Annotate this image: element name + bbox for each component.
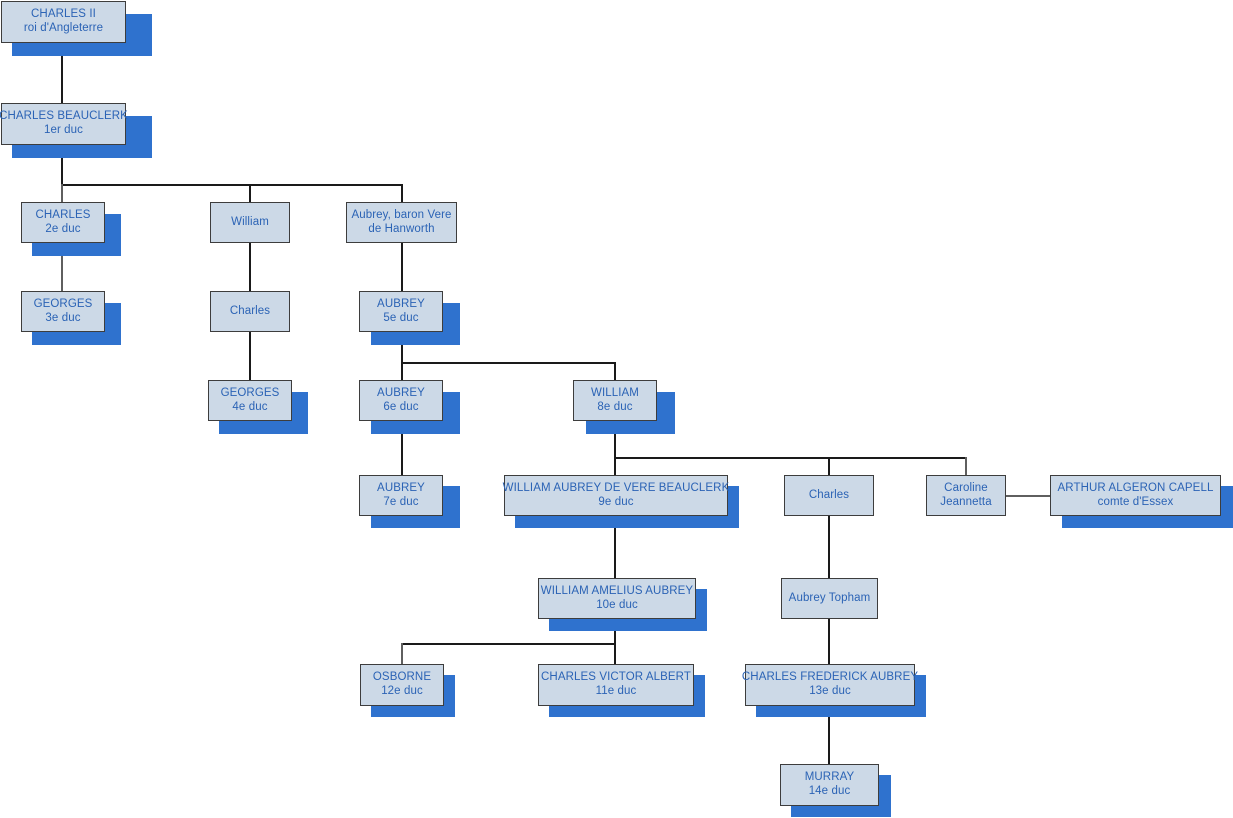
node-subtitle: 4e duc <box>232 400 268 413</box>
node-subtitle: 10e duc <box>596 598 638 611</box>
node-subtitle: 11e duc <box>595 685 637 697</box>
connector-charles-plain2-to-topham <box>828 516 830 578</box>
node-name: CHARLES BEAUCLERK <box>0 110 128 123</box>
node-cva-11e[interactable]: CHARLES VICTOR ALBERT 11e duc <box>538 664 694 706</box>
node-aubrey-6e[interactable]: AUBREY 6e duc <box>359 380 443 421</box>
node-name: Caroline <box>944 481 988 494</box>
node-aubrey-5e[interactable]: AUBREY 5e duc <box>359 291 443 332</box>
node-subtitle: 7e duc <box>383 495 419 508</box>
node-name: AUBREY <box>377 386 425 399</box>
node-cfa-13e[interactable]: CHARLES FREDERICK AUBREY 13e duc <box>741 664 919 706</box>
connector-aubrey5e-stem <box>401 331 403 363</box>
node-charles-beauclerk[interactable]: CHARLES BEAUCLERK 1er duc <box>0 103 128 145</box>
connector-bus-to-aubrey6e <box>401 362 403 382</box>
node-arthur-algeron-capell[interactable]: ARTHUR ALGERON CAPELL comte d'Essex <box>1050 475 1221 516</box>
connector-aubrey6e-to-aubrey7e <box>401 420 403 475</box>
node-subtitle: de Hanworth <box>368 222 435 235</box>
node-name: AUBREY <box>377 481 425 494</box>
connector-william8e-bus <box>614 457 967 459</box>
node-charles-2e[interactable]: CHARLES 2e duc <box>21 202 105 243</box>
node-name: William <box>231 215 269 228</box>
node-name: MURRAY <box>804 771 855 784</box>
connector-bus-to-charles-plain2 <box>828 457 830 476</box>
node-william-1[interactable]: William <box>210 202 290 243</box>
node-name: WILLIAM AUBREY DE VERE BEAUCLERK <box>502 481 730 494</box>
connector-wma10e-bus <box>401 643 616 645</box>
node-caroline-jeannetta[interactable]: Caroline Jeannetta <box>926 475 1006 516</box>
node-name: GEORGES <box>33 297 93 310</box>
node-subtitle: 6e duc <box>383 400 419 413</box>
connector-beauclerk-bus <box>61 184 403 186</box>
node-subtitle: 3e duc <box>45 311 81 324</box>
node-subtitle: comte d'Essex <box>1097 495 1174 508</box>
node-name: Aubrey Topham <box>788 591 871 604</box>
node-name: WILLIAM AMELIUS AUBREY <box>540 584 694 597</box>
node-subtitle: 12e duc <box>381 685 423 697</box>
connector-wadvb9e-to-wma10e <box>614 516 616 578</box>
node-aubrey-7e[interactable]: AUBREY 7e duc <box>359 475 443 516</box>
node-subtitle: Jeannetta <box>940 495 992 508</box>
connector-beauclerk-stem <box>61 145 63 185</box>
connector-bus-to-aubreyvere <box>401 184 403 204</box>
node-aubrey-topham[interactable]: Aubrey Topham <box>781 578 878 619</box>
connector-charles2-to-beauclerk <box>61 42 63 104</box>
connector-william1-to-charles <box>249 242 251 293</box>
node-name: AUBREY <box>377 297 425 310</box>
connector-marriage-caroline-arthur <box>1006 495 1051 497</box>
node-subtitle: 5e duc <box>383 311 419 324</box>
node-name: OSBORNE <box>372 671 432 684</box>
node-charles2-roi[interactable]: CHARLES II roi d'Angleterre <box>1 1 126 43</box>
node-aubrey-baron-vere[interactable]: Aubrey, baron Vere de Hanworth <box>346 202 457 243</box>
connector-wma10e-stem <box>614 619 616 644</box>
node-subtitle: 13e duc <box>809 685 851 697</box>
node-name: Charles <box>808 488 850 501</box>
connector-aubreyvere-to-aubrey5e <box>401 242 403 293</box>
node-georges-4e[interactable]: GEORGES 4e duc <box>208 380 292 421</box>
node-name: CHARLES II <box>31 8 96 21</box>
node-william-8e[interactable]: WILLIAM 8e duc <box>573 380 657 421</box>
node-name: ARTHUR ALGERON CAPELL <box>1057 481 1214 494</box>
connector-bus-to-caroline <box>965 457 967 476</box>
node-wadvb-9e[interactable]: WILLIAM AUBREY DE VERE BEAUCLERK 9e duc <box>502 475 730 516</box>
node-subtitle: 14e duc <box>808 785 851 797</box>
node-osborne-12e[interactable]: OSBORNE 12e duc <box>360 664 444 706</box>
node-georges-3e[interactable]: GEORGES 3e duc <box>21 291 105 332</box>
connector-william8e-stem <box>614 420 616 458</box>
connector-charles-to-georges4e <box>249 331 251 382</box>
node-wma-10e[interactable]: WILLIAM AMELIUS AUBREY 10e duc <box>538 578 696 619</box>
connector-bus-to-william1 <box>249 184 251 204</box>
node-name: Charles <box>229 304 271 317</box>
node-subtitle: 2e duc <box>45 222 81 235</box>
node-name: GEORGES <box>220 386 280 399</box>
node-name: WILLIAM <box>591 386 639 399</box>
node-name: Aubrey, baron Vere <box>351 208 452 221</box>
node-murray-14e[interactable]: MURRAY 14e duc <box>780 764 879 806</box>
connector-cfa13e-to-murray14e <box>828 706 830 765</box>
node-subtitle: 1er duc <box>43 124 84 136</box>
connector-bus-to-cva11e <box>614 643 616 665</box>
node-subtitle: roi d'Angleterre <box>23 22 104 34</box>
node-subtitle: 8e duc <box>597 400 633 413</box>
connector-topham-to-cfa13e <box>828 619 830 665</box>
connector-bus-to-wadvb9e <box>614 457 616 476</box>
connector-bus-to-william8e <box>614 362 616 382</box>
node-name: CHARLES FREDERICK AUBREY <box>741 671 919 684</box>
node-subtitle: 9e duc <box>598 495 634 508</box>
node-charles-plain-2[interactable]: Charles <box>784 475 874 516</box>
connector-bus-to-osborne12e <box>401 643 403 665</box>
connector-bus-to-charles2e <box>61 184 63 204</box>
node-name: CHARLES VICTOR ALBERT <box>541 671 691 684</box>
node-name: CHARLES <box>35 208 91 221</box>
node-charles-plain-1[interactable]: Charles <box>210 291 290 332</box>
connector-charles2e-to-georges3e <box>61 242 63 293</box>
connector-aubrey5e-bus <box>401 362 616 364</box>
